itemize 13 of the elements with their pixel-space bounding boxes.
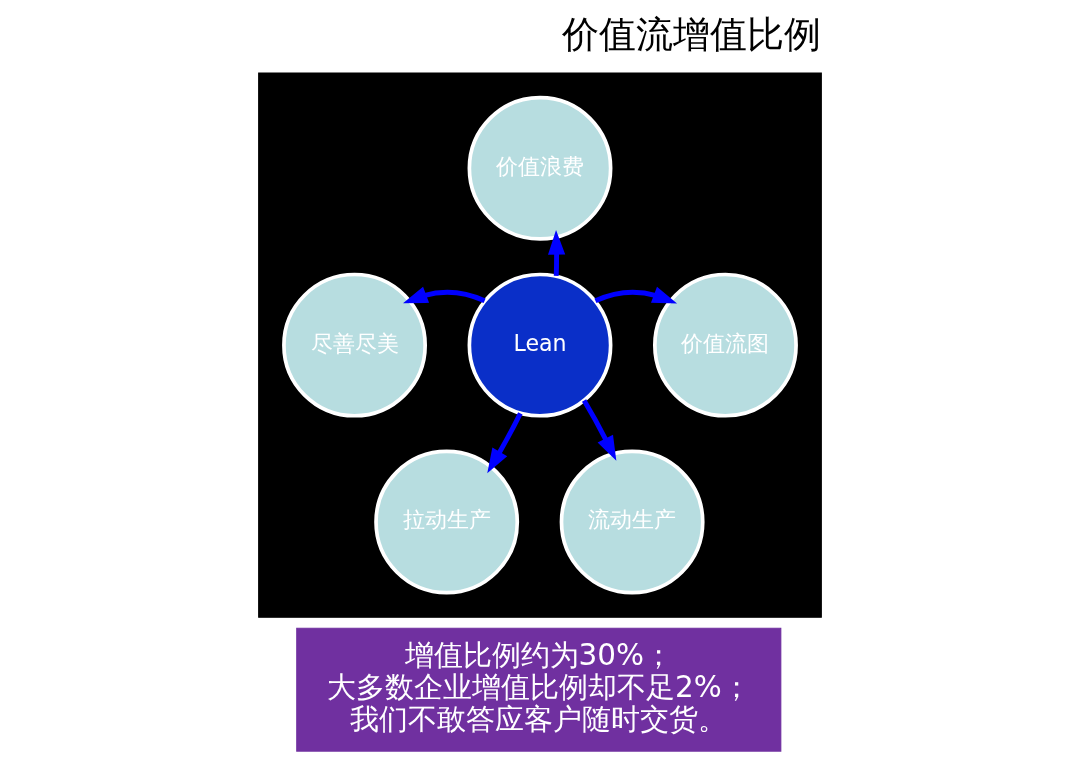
node-circle: 价值流图 [653,272,798,418]
cluster [258,72,822,618]
arrow [582,399,617,461]
node-circle: 流动生产 [559,449,705,595]
diagram-title: 价值流增值比例 [562,13,822,57]
arrow [487,412,523,474]
arrow [548,230,566,276]
arrow [594,286,678,304]
arrow [403,286,486,304]
node-box: 增值比例约为30%； 大多数企业增值比例却不足2%； 我们不敢答应客户随时交货。 [296,627,782,752]
node-circle: 价值浪费 [467,95,613,241]
node-circle: Lean [467,272,613,418]
node-circle: 尽善尽美 [282,272,427,418]
